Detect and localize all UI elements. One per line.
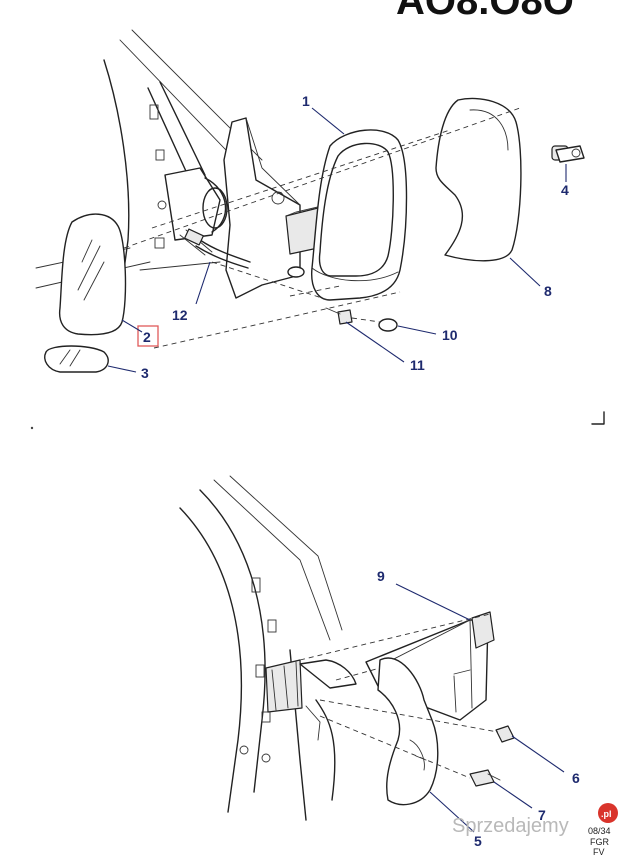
watermark: Sprzedajemy .pl — [452, 803, 618, 837]
callout-4: 4 — [561, 182, 569, 198]
watermark-suffix: .pl — [601, 809, 612, 819]
callout-7: 7 — [538, 807, 546, 823]
reference-line-2: FGR — [590, 837, 609, 847]
reference-code: 08/34 FGR FV — [588, 826, 611, 857]
reference-line-3: FV — [593, 847, 605, 857]
callout-6: 6 — [572, 770, 580, 786]
lower-assembly — [179, 475, 515, 821]
header-code: AO8.O8O — [396, 0, 574, 23]
reference-line-1: 08/34 — [588, 826, 611, 836]
callout-3: 3 — [141, 365, 149, 381]
watermark-text: Sprzedajemy — [452, 815, 569, 837]
highlight-box — [137, 325, 159, 347]
callout-labels: 1 2 3 4 8 10 11 12 9 6 7 5 — [107, 93, 580, 849]
upper-assembly — [30, 29, 605, 430]
callout-1: 1 — [302, 93, 310, 109]
callout-12: 12 — [172, 307, 188, 323]
callout-5: 5 — [474, 833, 482, 849]
callout-9: 9 — [377, 568, 385, 584]
callout-2: 2 — [143, 329, 151, 345]
callout-11: 11 — [410, 357, 425, 373]
callout-8: 8 — [544, 283, 552, 299]
callout-10: 10 — [442, 327, 458, 343]
watermark-badge-icon — [598, 803, 618, 823]
